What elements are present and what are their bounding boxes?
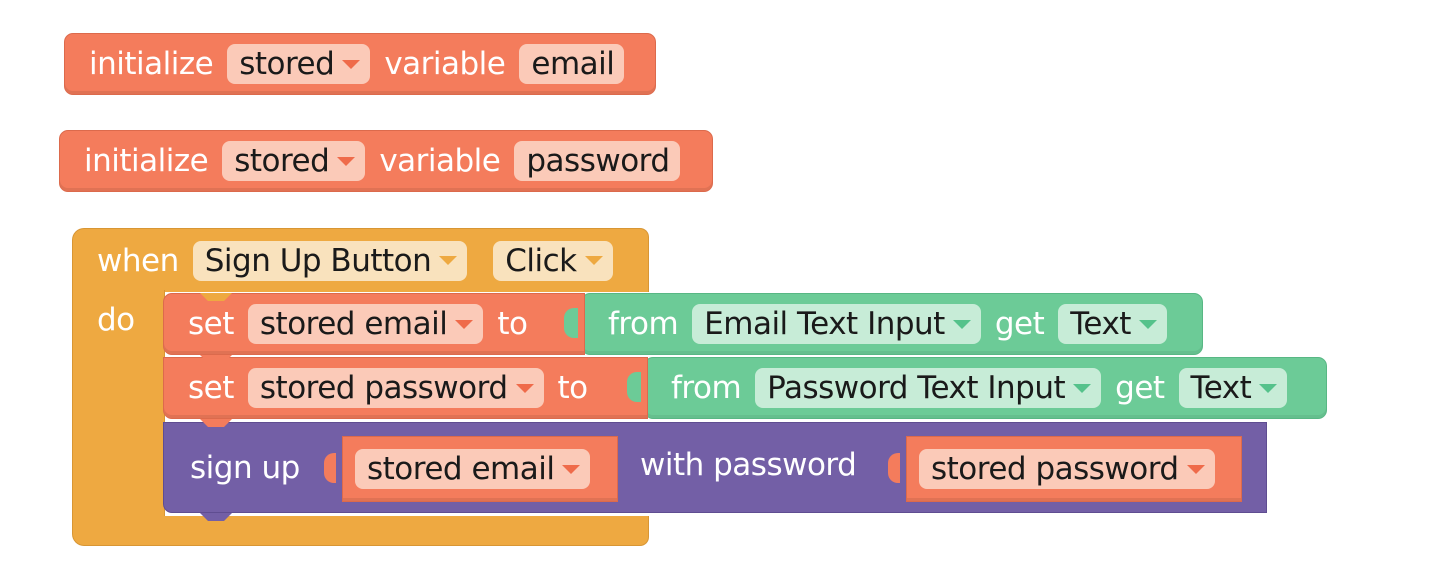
chevron-down-icon bbox=[342, 59, 361, 69]
chevron-down-icon bbox=[1186, 464, 1205, 474]
variable-dropdown[interactable]: stored email bbox=[355, 449, 591, 489]
initialize-label: initialize bbox=[89, 46, 214, 82]
component-dropdown-value: Sign Up Button bbox=[204, 242, 432, 279]
variable-name-field[interactable]: email bbox=[519, 44, 625, 84]
set-label: set bbox=[188, 306, 234, 342]
from-label: from bbox=[671, 370, 742, 406]
init-password-block[interactable]: initialize stored variable password bbox=[59, 130, 713, 192]
property-dropdown[interactable]: Text bbox=[1058, 304, 1167, 344]
chevron-down-icon bbox=[455, 319, 474, 329]
component-dropdown[interactable]: Password Text Input bbox=[755, 368, 1102, 408]
to-label: to bbox=[497, 306, 528, 342]
component-dropdown-value: Email Text Input bbox=[704, 306, 945, 342]
set-email-block[interactable]: set stored email to bbox=[163, 293, 585, 355]
variable-label: variable bbox=[379, 143, 501, 179]
set-password-block[interactable]: set stored password to bbox=[163, 357, 648, 419]
scope-dropdown[interactable]: stored bbox=[222, 141, 366, 181]
event-do-arm: do bbox=[72, 290, 165, 518]
with-password-label: with password bbox=[640, 447, 857, 483]
email-arg-block[interactable]: stored email bbox=[342, 436, 618, 502]
to-label: to bbox=[557, 370, 589, 406]
chevron-down-icon bbox=[562, 464, 581, 474]
from-label: from bbox=[608, 306, 679, 342]
chevron-down-icon bbox=[1138, 319, 1157, 329]
variable-dropdown[interactable]: stored password bbox=[247, 368, 544, 408]
variable-dropdown[interactable]: stored password bbox=[919, 449, 1215, 489]
chevron-down-icon bbox=[515, 383, 534, 393]
variable-dropdown[interactable]: stored email bbox=[247, 304, 484, 344]
event-dropdown-value: Click bbox=[505, 242, 577, 279]
input-socket-icon bbox=[627, 372, 641, 402]
property-dropdown-value: Text bbox=[1070, 306, 1131, 342]
chevron-down-icon bbox=[337, 156, 356, 166]
variable-name-value: email bbox=[531, 46, 615, 82]
scope-dropdown-value: stored bbox=[234, 143, 330, 179]
input-socket-icon bbox=[324, 453, 336, 483]
variable-name-value: password bbox=[526, 143, 670, 179]
sign-up-label: sign up bbox=[190, 449, 300, 486]
chevron-down-icon bbox=[584, 256, 603, 265]
init-email-block[interactable]: initialize stored variable email bbox=[64, 33, 656, 95]
variable-dropdown-value: stored password bbox=[931, 451, 1179, 487]
variable-label: variable bbox=[384, 46, 506, 82]
chevron-down-icon bbox=[1259, 383, 1278, 393]
email-text-getter-block[interactable]: from Email Text Input get Text bbox=[581, 293, 1203, 355]
input-socket-icon bbox=[888, 453, 900, 483]
scope-dropdown[interactable]: stored bbox=[227, 44, 371, 84]
property-dropdown-value: Text bbox=[1190, 370, 1252, 406]
component-dropdown[interactable]: Sign Up Button bbox=[192, 240, 468, 281]
variable-dropdown-value: stored email bbox=[367, 451, 555, 487]
get-label: get bbox=[1115, 370, 1165, 406]
component-dropdown[interactable]: Email Text Input bbox=[692, 304, 981, 344]
chevron-down-icon bbox=[1073, 383, 1092, 393]
sign-up-block[interactable]: sign up stored email with password store… bbox=[163, 422, 1267, 513]
get-label: get bbox=[994, 306, 1045, 342]
event-header[interactable]: when Sign Up Button Click bbox=[72, 228, 649, 292]
variable-dropdown-value: stored email bbox=[259, 306, 448, 342]
chevron-down-icon bbox=[439, 256, 458, 265]
component-dropdown-value: Password Text Input bbox=[767, 370, 1066, 406]
variable-name-field[interactable]: password bbox=[514, 141, 680, 181]
set-label: set bbox=[188, 370, 234, 406]
event-dropdown[interactable]: Click bbox=[493, 240, 613, 281]
chevron-down-icon bbox=[952, 319, 971, 329]
property-dropdown[interactable]: Text bbox=[1178, 368, 1288, 408]
initialize-label: initialize bbox=[84, 143, 209, 179]
do-label: do bbox=[97, 302, 135, 338]
variable-dropdown-value: stored password bbox=[259, 370, 508, 406]
scope-dropdown-value: stored bbox=[239, 46, 335, 82]
event-footer bbox=[72, 516, 649, 546]
password-text-getter-block[interactable]: from Password Text Input get Text bbox=[644, 357, 1327, 419]
password-arg-block[interactable]: stored password bbox=[906, 436, 1242, 502]
when-label: when bbox=[97, 242, 179, 279]
input-socket-icon bbox=[564, 308, 578, 338]
